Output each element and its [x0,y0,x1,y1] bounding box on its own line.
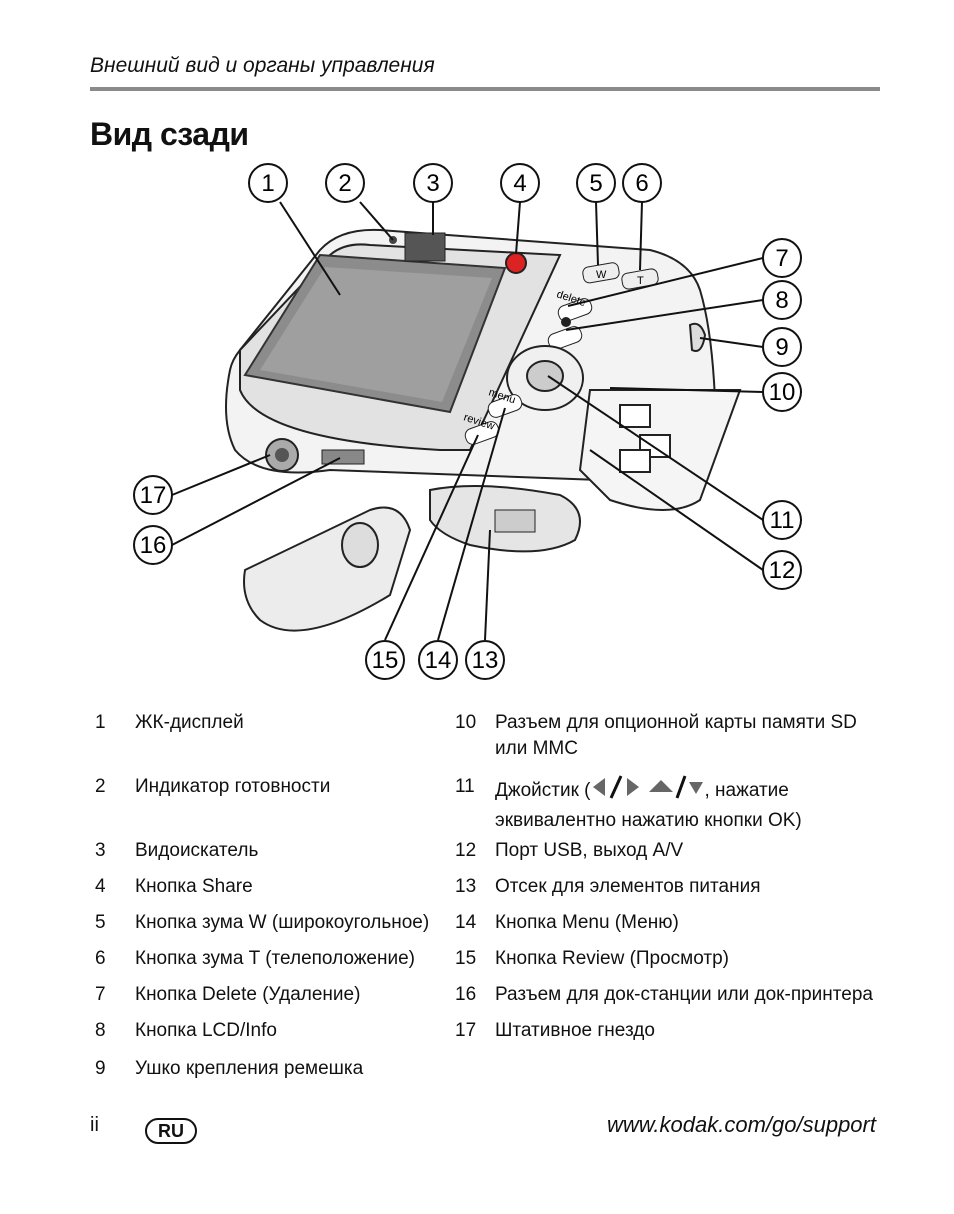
camera-back-diagram: W T delete menu review [133,163,802,680]
legend-text: Кнопка LCD/Info [135,1020,277,1041]
callout-number: 2 [338,170,351,197]
legend-number: 15 [455,948,477,969]
legend-right: 10 Разъем для опционной карты памяти SD и… [455,710,875,1090]
legend-text: Разъем для опционной карты памяти SD или… [495,712,857,759]
zoom-t-label: T [637,275,644,287]
callout-number: 6 [635,170,648,197]
info-icon [561,317,571,327]
legend-text: Видоискатель [135,840,259,861]
legend-number: 3 [95,840,106,861]
callout-8: 8 [762,280,802,320]
joystick-arrows-icon [591,774,705,808]
legend-number: 10 [455,712,477,733]
callout-number: 1 [261,170,274,197]
callout-number: 13 [472,647,499,674]
legend-number: 12 [455,840,477,861]
callout-12: 12 [762,550,802,590]
callout-number: 5 [589,170,602,197]
callout-9: 9 [762,327,802,367]
legend-number: 1 [95,712,106,733]
callout-17: 17 [133,475,173,515]
legend-text-before: Джойстик ( [495,780,591,802]
dock-door [243,506,412,632]
strap-eyelet [688,322,707,352]
callout-11: 11 [762,500,802,540]
legend-text: Кнопка Menu (Меню) [495,912,679,933]
leader-lines [171,201,764,641]
legend-text: Разъем для док-станции или док-принтера [495,984,873,1005]
legend-text: Кнопка Share [135,876,253,897]
callout-1: 1 [248,163,288,203]
callout-number: 3 [426,170,439,197]
legend-number: 17 [455,1020,477,1041]
zoom-t-button [621,268,659,290]
legend-number: 11 [455,776,475,797]
callout-14: 14 [418,640,458,680]
legend-number: 16 [455,984,477,1005]
callout-number: 4 [513,170,526,197]
dock-connector [321,449,365,465]
support-url: www.kodak.com/go/support [606,1112,876,1137]
battery-latch [494,509,536,533]
review-button [464,421,500,445]
legend-number: 4 [95,876,106,897]
callout-6: 6 [622,163,662,203]
legend-text: Джойстик (, нажатие эквивалентно нажатию… [495,774,875,834]
lcd-info-button [547,326,583,350]
legend-text: Кнопка Delete (Удаление) [135,984,361,1005]
callout-number: 17 [140,482,167,509]
section-header: Внешний вид и органы управления [90,54,435,77]
legend-number: 14 [455,912,477,933]
header-divider [90,87,880,91]
page-number: ii [90,1114,99,1136]
callout-number: 12 [769,557,796,584]
callout-10: 10 [762,372,802,412]
legend-number: 6 [95,948,106,969]
legend-text: Кнопка зума W (широкоугольное) [135,912,430,933]
legend-number: 5 [95,912,106,933]
legend-text: Кнопка Review (Просмотр) [495,948,729,969]
legend-left: 1 ЖК-дисплей 2 Индикатор готовности 3 Видоиск… [95,710,495,1090]
legend-text: Кнопка зума T (телеположение) [135,948,415,969]
lcd-screen [243,253,507,414]
legend-number: 13 [455,876,477,897]
viewfinder [404,232,446,262]
callout-15: 15 [365,640,405,680]
legend-text: Отсек для элементов питания [495,876,761,897]
callout-number: 8 [775,287,788,314]
callout-number: 10 [769,379,796,406]
legend-text: Штативное гнездо [495,1020,655,1041]
callout-number: 11 [770,507,795,534]
legend-text: Ушко крепления ремешка [135,1058,364,1079]
legend-number: 7 [95,984,106,1005]
callout-number: 15 [372,647,399,674]
callout-2: 2 [325,163,365,203]
legend-number: 9 [95,1058,106,1079]
legend-text: Индикатор готовности [135,776,331,797]
zoom-w-button [582,262,620,284]
menu-button [487,394,523,418]
callout-number: 14 [425,647,452,674]
legend-text-after: , нажатие эквивалентно нажатию кнопки OK… [495,780,802,831]
delete-button [557,298,593,322]
callout-number: 16 [140,532,167,559]
callout-number: 9 [775,334,788,361]
callout-3: 3 [413,163,453,203]
share-button [505,252,527,274]
page-title: Вид сзади [90,116,249,152]
callout-13: 13 [465,640,505,680]
callout-16: 16 [133,525,173,565]
callout-number: 7 [775,245,788,272]
legend-number: 2 [95,776,106,797]
legend-text: Порт USB, выход A/V [495,840,684,861]
legend-number: 8 [95,1020,106,1041]
callout-5: 5 [576,163,616,203]
legend-text: ЖК-дисплей [135,712,244,733]
language-badge: RU [145,1118,197,1144]
callout-7: 7 [762,238,802,278]
zoom-w-label: W [596,269,607,281]
callout-4: 4 [500,163,540,203]
joystick [506,345,584,411]
